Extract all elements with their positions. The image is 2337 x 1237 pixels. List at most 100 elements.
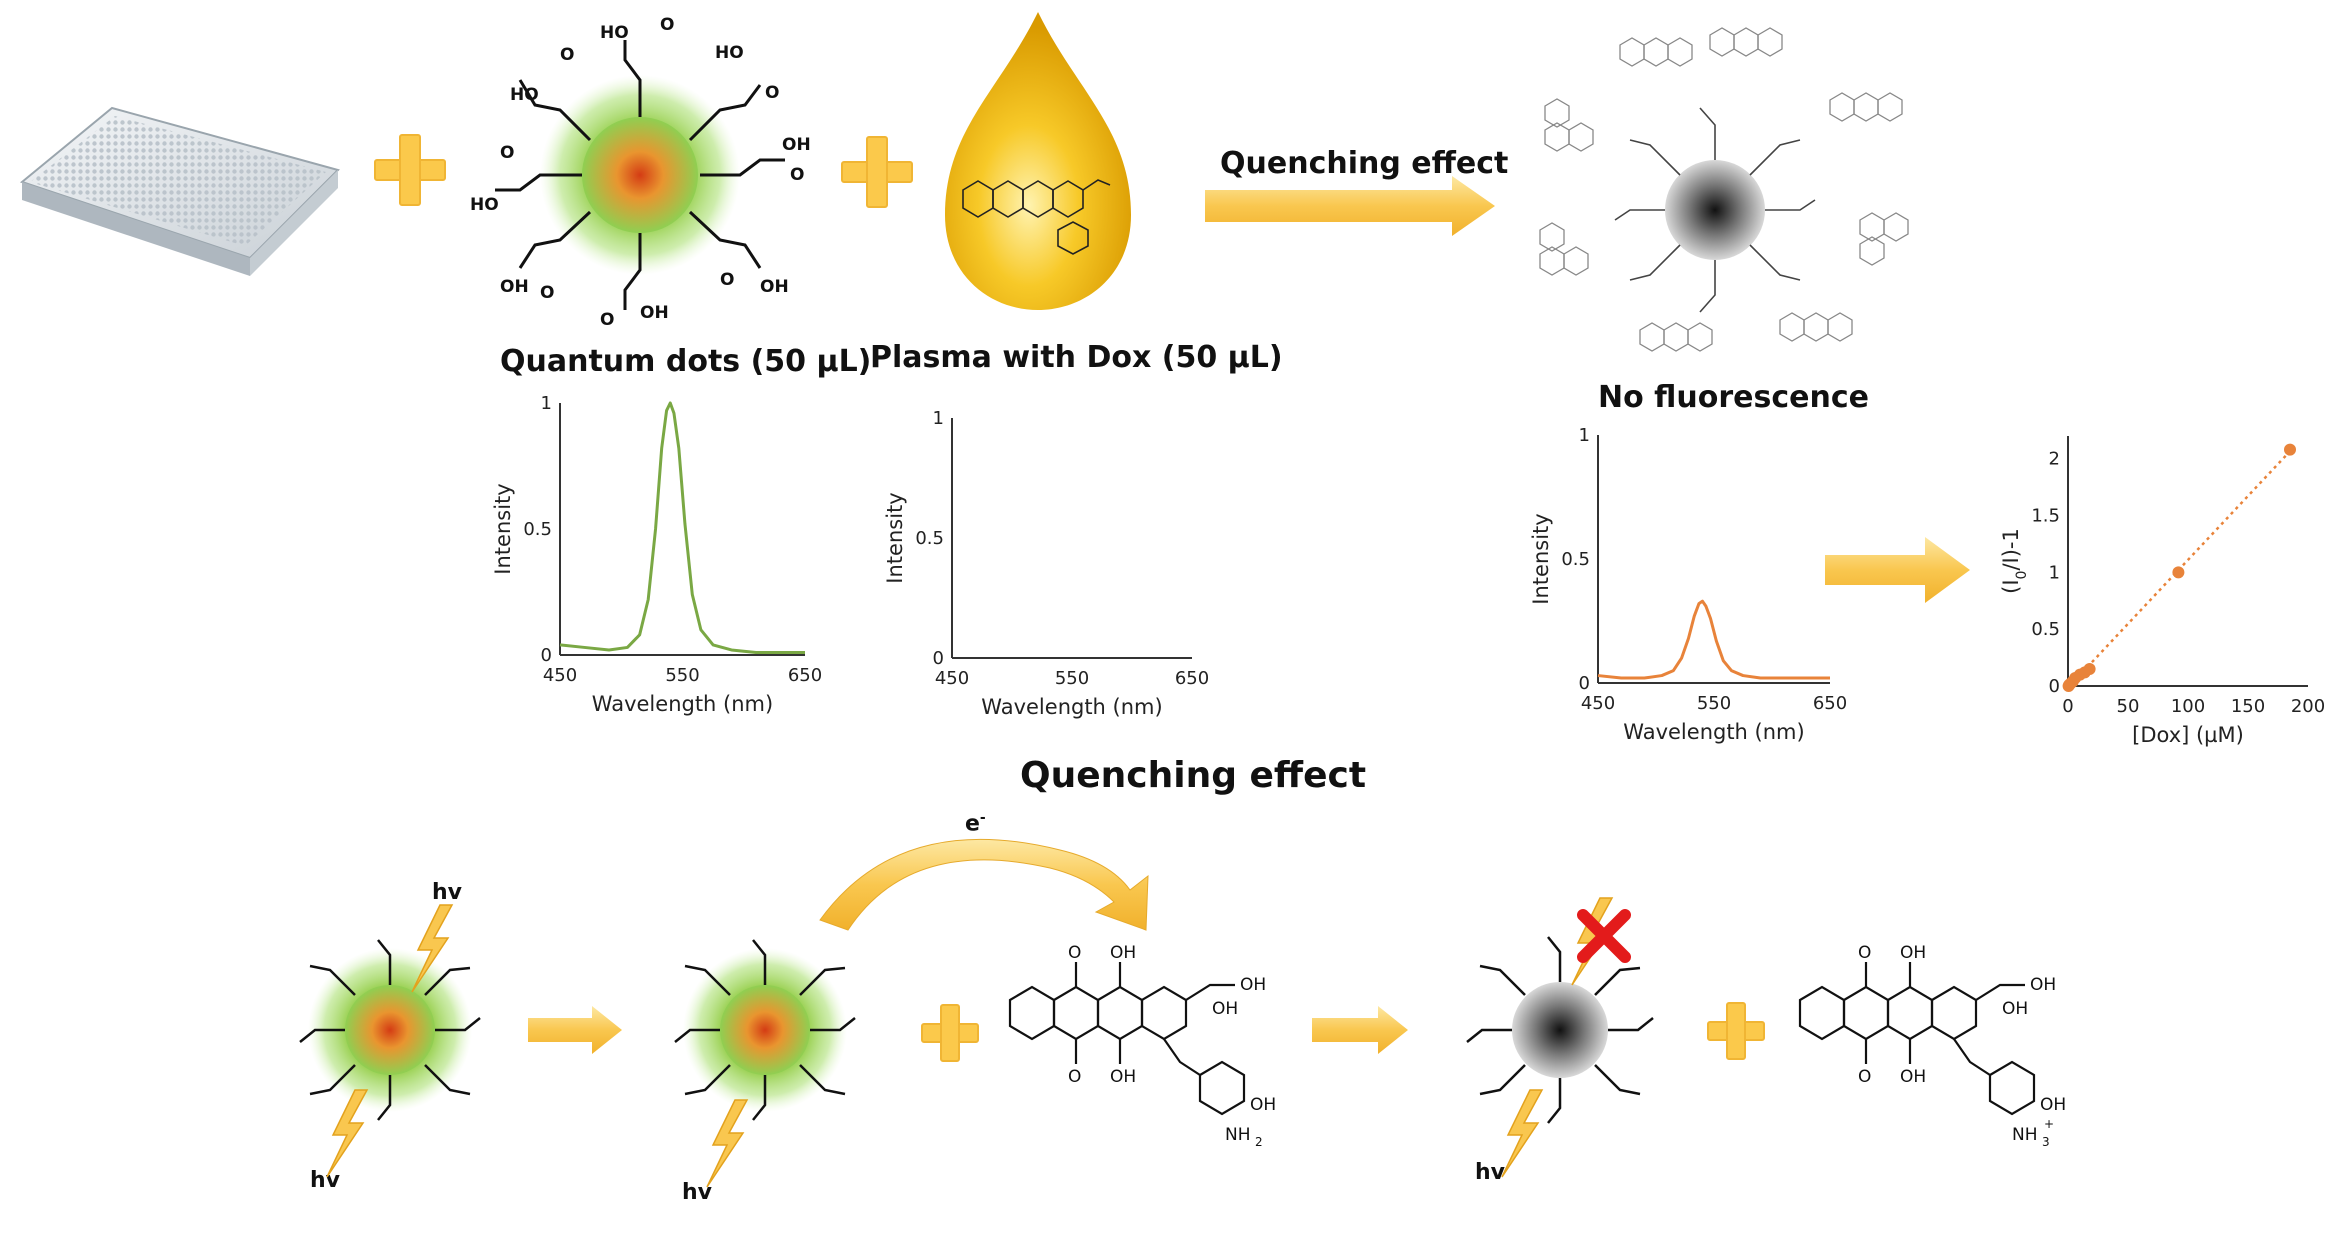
svg-text:O: O: [540, 283, 554, 303]
quenched-quantum-dot-cluster: [1539, 27, 1909, 352]
lightning-icon-2: [326, 1089, 369, 1178]
plasma-spectrum-ytick: 0.5: [915, 528, 944, 549]
plus-icon-1: [374, 134, 446, 206]
dox-molecule-1: [1008, 962, 1246, 1116]
svg-text:2: 2: [1255, 1135, 1263, 1149]
qd-spectrum-xlabel: Wavelength (nm): [592, 692, 773, 716]
plus-icon-2: [841, 136, 913, 208]
quenched-spectrum-ytick: 0: [1579, 673, 1590, 694]
quenched-spectrum-xtick: 650: [1813, 693, 1847, 714]
svg-text:OH: OH: [760, 277, 789, 297]
quenched-spectrum-ytick: 1: [1579, 425, 1590, 446]
lightning-icon-3: [706, 1099, 749, 1188]
stern-volmer-point: [2284, 443, 2296, 456]
svg-text:O: O: [1068, 943, 1081, 963]
stern-volmer-point: [2083, 662, 2096, 675]
svg-text:O: O: [765, 83, 779, 103]
stern-volmer-ylabel: (I0/I)-1: [1999, 528, 2030, 594]
stern-volmer-xtick: 100: [2171, 696, 2205, 717]
svg-text:OH: OH: [500, 277, 529, 297]
electron-transfer-arrow: [819, 838, 1149, 931]
quenching-effect-top-label: Quenching effect: [1220, 146, 1509, 181]
quenched-spectrum-xtick: 550: [1697, 693, 1731, 714]
qd-spectrum-ytick: 0: [541, 645, 552, 666]
svg-text:HO: HO: [510, 85, 539, 105]
arrow-quenching-top: [1205, 176, 1495, 236]
dox-molecules-around: [1539, 27, 1909, 352]
quantum-dots-label: Quantum dots (50 µL): [500, 344, 872, 379]
plasma-spectrum-xtick: 450: [935, 668, 969, 689]
svg-text:O: O: [560, 45, 574, 65]
svg-text:O: O: [790, 165, 804, 185]
arrow-bottom-2: [1312, 1006, 1408, 1054]
hv-label-4: hv: [1475, 1160, 1506, 1185]
stern-volmer-ytick: 2: [2049, 449, 2060, 470]
plasma-spectrum-xtick: 550: [1055, 668, 1089, 689]
svg-text:OH: OH: [2030, 975, 2056, 995]
stern-volmer-xtick: 0: [2062, 696, 2073, 717]
svg-text:O: O: [1068, 1067, 1081, 1087]
quenched-spectrum-xtick: 450: [1581, 693, 1615, 714]
qd-spectrum-xtick: 450: [543, 665, 577, 686]
svg-text:OH: OH: [1212, 999, 1238, 1019]
svg-text:OH: OH: [640, 303, 669, 323]
plus-icon-4: [1707, 1002, 1765, 1060]
svg-text:HO: HO: [600, 23, 629, 43]
hv-label-1: hv: [432, 880, 463, 905]
stern-volmer-ytick: 1: [2049, 562, 2060, 583]
qd-spectrum-xtick: 550: [665, 665, 699, 686]
qd-excited: [299, 939, 481, 1121]
stern-volmer-xtick: 150: [2231, 696, 2265, 717]
svg-text:NH: NH: [1225, 1125, 1251, 1145]
svg-text:OH: OH: [2040, 1095, 2066, 1115]
svg-text:O: O: [600, 310, 614, 330]
quenched-spectrum-line: [1597, 599, 1830, 680]
lightning-icon-1: [411, 904, 454, 993]
qd-spectrum-ytick: 0.5: [523, 519, 552, 540]
plasma-spectrum-ytick: 0: [933, 648, 944, 669]
svg-text:O: O: [660, 15, 674, 35]
plasma-spectrum-xtick: 650: [1175, 668, 1209, 689]
svg-text:OH: OH: [2002, 999, 2028, 1019]
stern-volmer-ytick: 1.5: [2031, 506, 2060, 527]
svg-text:O: O: [1858, 1067, 1871, 1087]
stern-volmer-xlabel: [Dox] (µM): [2132, 723, 2244, 747]
stern-volmer-point: [2172, 566, 2185, 579]
electron-label: e-: [965, 810, 986, 837]
svg-text:OH: OH: [1900, 1067, 1926, 1087]
dox-molecule-2: [1798, 962, 2036, 1116]
hv-label-2: hv: [310, 1168, 341, 1193]
qd-spectrum-line: [559, 401, 805, 654]
quenching-effect-bottom-label: Quenching effect: [1020, 755, 1367, 796]
svg-text:O: O: [500, 143, 514, 163]
plasma-dox-drop: [945, 12, 1131, 310]
qd-spectrum-ylabel: Intensity: [491, 483, 515, 574]
arrow-bottom-1: [528, 1006, 622, 1054]
svg-text:+: +: [2044, 1117, 2054, 1131]
plus-icon-3: [921, 1004, 979, 1062]
plasma-spectrum-xlabel: Wavelength (nm): [981, 695, 1162, 719]
quenched-spectrum-ylabel: Intensity: [1529, 513, 1553, 604]
stern-volmer-ytick: 0.5: [2031, 619, 2060, 640]
qd-quenched: [1466, 936, 1654, 1124]
svg-text:OH: OH: [1250, 1095, 1276, 1115]
no-fluorescence-label: No fluorescence: [1598, 380, 1869, 415]
svg-text:HO: HO: [470, 195, 499, 215]
plasma-spectrum-ylabel: Intensity: [883, 492, 907, 583]
svg-text:OH: OH: [1110, 1067, 1136, 1087]
qd-after-excitation: [674, 939, 856, 1121]
svg-text:O: O: [720, 270, 734, 290]
svg-text:3: 3: [2042, 1135, 2050, 1149]
red-cross-icon: [1577, 909, 1631, 963]
stern-volmer-xtick: 50: [2117, 696, 2140, 717]
quenched-spectrum-xlabel: Wavelength (nm): [1623, 720, 1804, 744]
arrow-to-stern-volmer: [1825, 537, 1970, 603]
